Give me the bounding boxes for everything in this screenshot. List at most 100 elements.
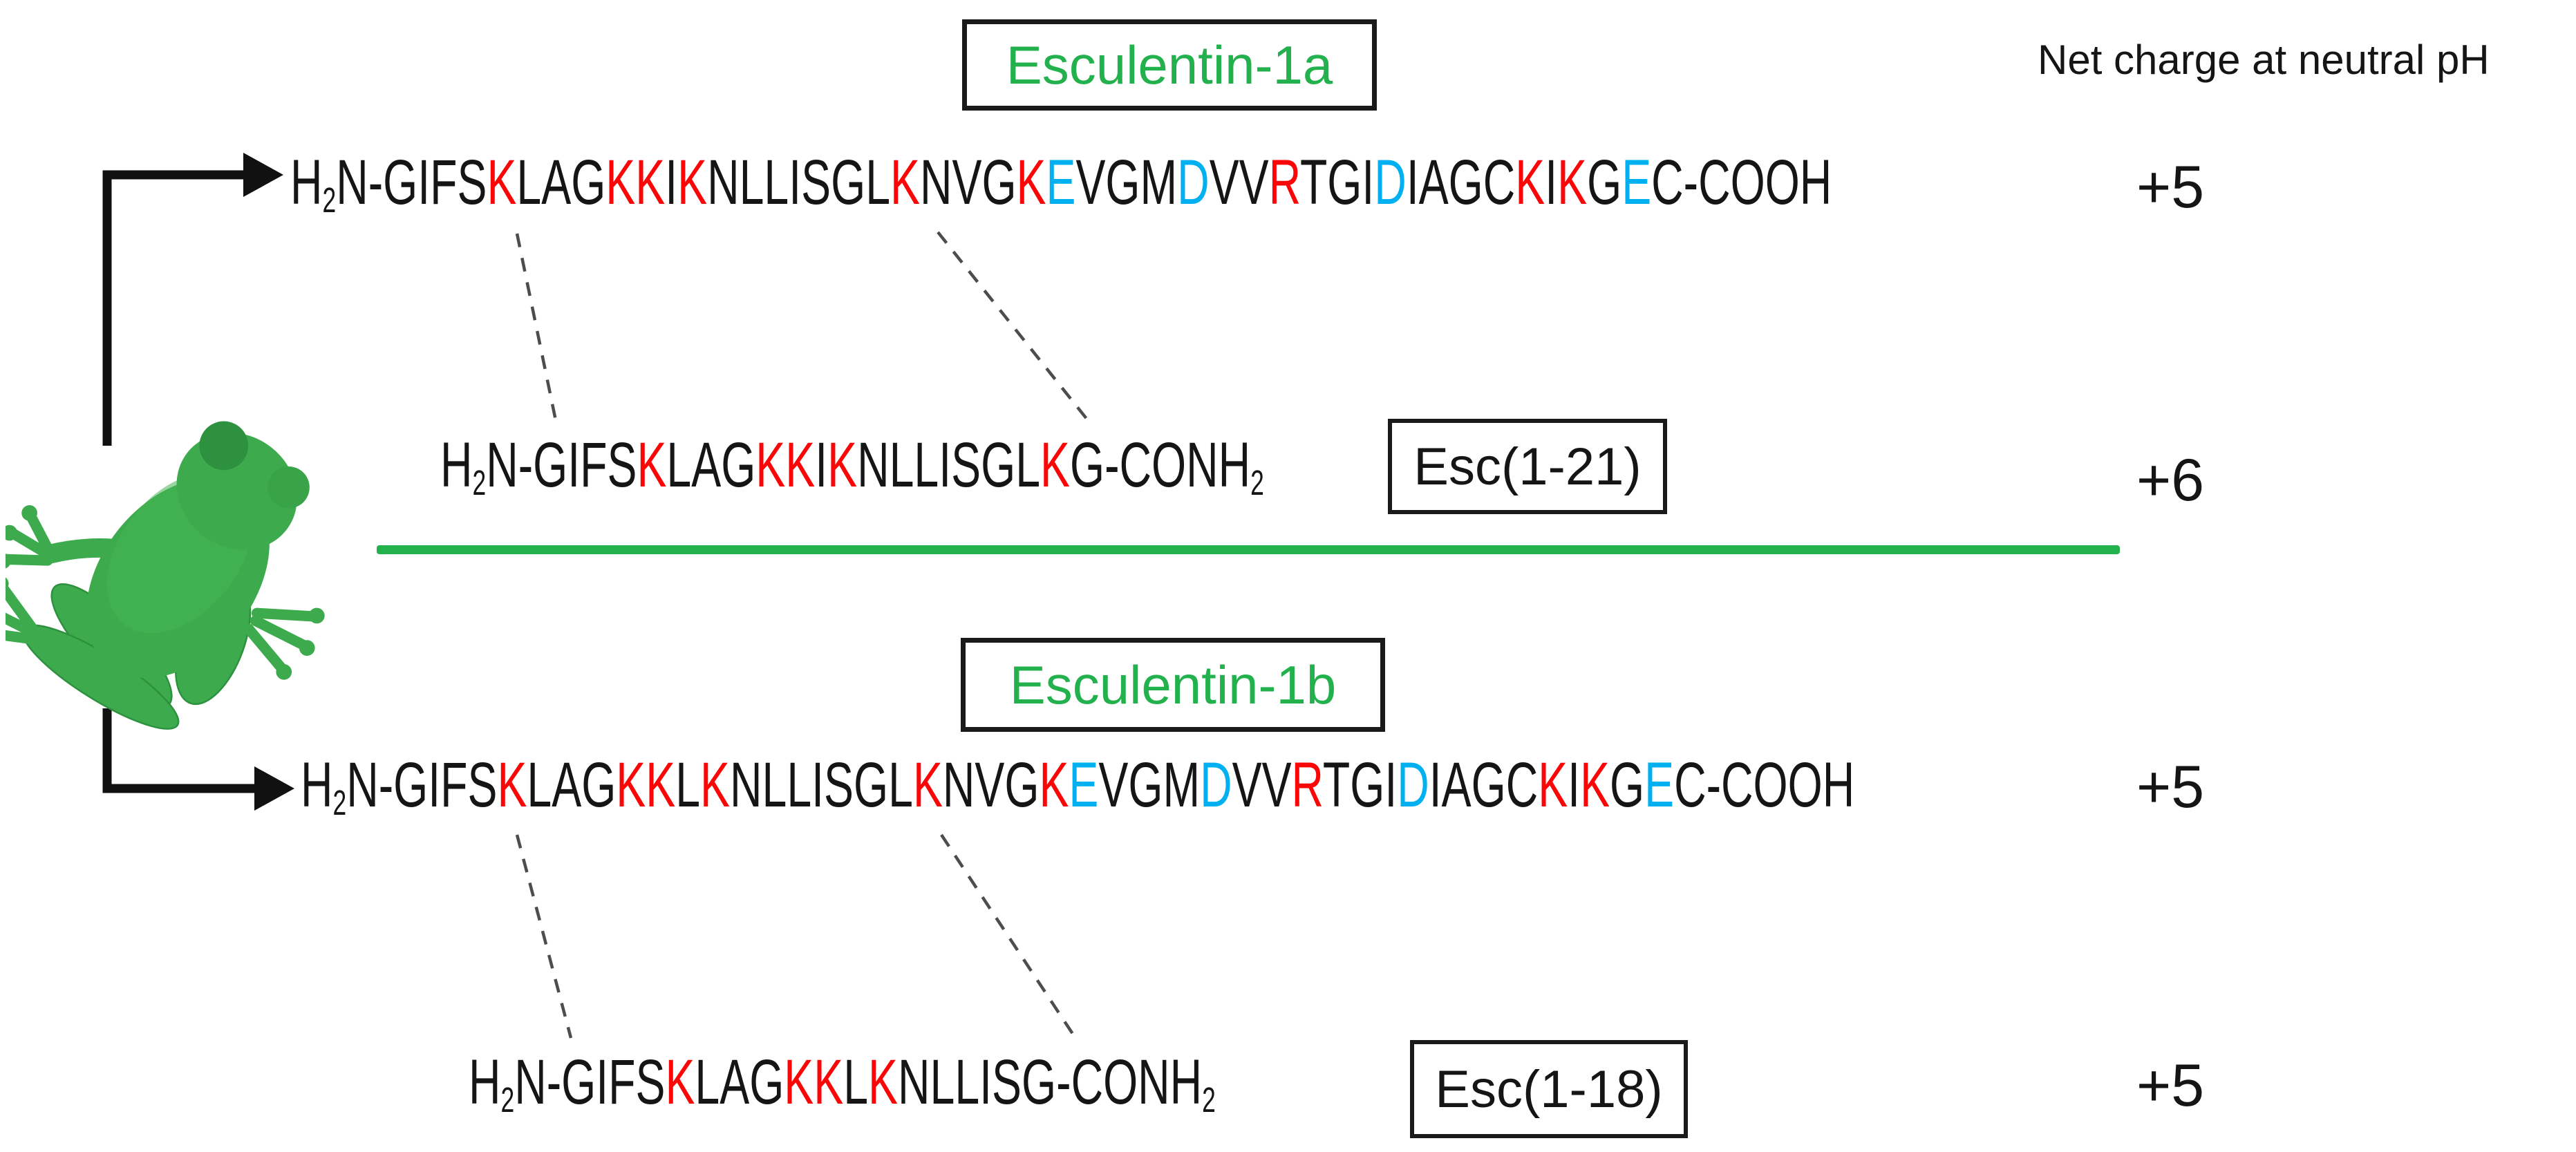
residue: I <box>1362 147 1375 218</box>
residue: G <box>1004 750 1040 820</box>
sequence-esc-1-21: H2N-GIFSKLAGKKIKNLLISGLKG-CONH2 <box>440 430 1264 503</box>
net-charge-header: Net charge at neutral pH <box>2038 37 2490 83</box>
title-box-esculentin-1b: Esculentin-1b <box>961 638 1385 732</box>
residue: G <box>571 147 606 218</box>
residue: G <box>721 430 756 500</box>
residue: N <box>919 147 952 218</box>
residue: I <box>665 147 678 218</box>
residue: I <box>815 430 828 500</box>
residue: K <box>605 147 636 218</box>
residue: G <box>1448 147 1483 218</box>
residue: K <box>1580 750 1610 820</box>
residue: G <box>1587 147 1622 218</box>
residue: G <box>561 1047 596 1117</box>
residue: G <box>854 750 889 820</box>
residue: D <box>1200 750 1232 820</box>
residue: L <box>516 147 542 218</box>
residue: S <box>992 1047 1022 1117</box>
residue: C <box>1674 750 1707 820</box>
residue: K <box>1016 147 1046 218</box>
residue: I <box>1384 750 1398 820</box>
residue: G <box>981 430 1016 500</box>
charge-esculentin-1a-full: +5 <box>2136 154 2205 220</box>
residue: I <box>567 430 581 500</box>
residue: D <box>1397 750 1429 820</box>
residue: I <box>811 750 825 820</box>
residue: V <box>1075 147 1106 218</box>
residue: I <box>428 750 441 820</box>
residue: L <box>787 750 812 820</box>
arrowhead-bottom-icon <box>254 766 294 811</box>
residue: R <box>1291 750 1323 820</box>
residue: G <box>533 430 568 500</box>
residue: L <box>930 1047 955 1117</box>
residue: G <box>1471 750 1506 820</box>
residue: E <box>1069 750 1099 820</box>
residue: G <box>1069 430 1105 500</box>
residue: K <box>1039 750 1069 820</box>
sequence-esculentin-1b-full: H2N-GIFSKLAGKKLKNLLISGLKNVGKEVGMDVVRTGID… <box>301 750 1855 823</box>
residue: C <box>1651 147 1684 218</box>
residue: L <box>889 430 914 500</box>
residue: L <box>527 750 552 820</box>
residue: G <box>749 1047 784 1117</box>
residue: K <box>890 147 920 218</box>
residue: L <box>666 430 692 500</box>
residue: K <box>868 1047 899 1117</box>
residue: N <box>857 430 890 500</box>
residue: L <box>762 750 787 820</box>
residue: K <box>637 430 667 500</box>
residue: L <box>695 1047 720 1117</box>
residue: K <box>677 147 708 218</box>
residue: L <box>865 147 891 218</box>
residue: K <box>912 750 943 820</box>
residue: A <box>691 430 722 500</box>
residue: D <box>1374 147 1407 218</box>
charge-esc-1-21: +6 <box>2136 447 2205 513</box>
residue: F <box>440 750 468 820</box>
residue: S <box>951 430 981 500</box>
residue: F <box>608 1047 636 1117</box>
residue: E <box>1046 147 1076 218</box>
residue: L <box>1015 430 1041 500</box>
residue: L <box>955 1047 980 1117</box>
residue: V <box>1232 750 1262 820</box>
residue: C <box>1505 750 1539 820</box>
residue: A <box>541 147 572 218</box>
residue: C <box>1483 147 1516 218</box>
residue: N <box>898 1047 930 1117</box>
label-box-esc-1-21: Esc(1-21) <box>1388 419 1667 514</box>
dashed-connector-1a-left <box>515 233 559 428</box>
residue: K <box>784 1047 814 1117</box>
residue: D <box>1177 147 1210 218</box>
residue: K <box>700 750 731 820</box>
dashed-connector-1b-left <box>515 834 573 1039</box>
residue: K <box>755 430 786 500</box>
residue: G <box>981 147 1017 218</box>
residue: K <box>1538 750 1568 820</box>
subscript: 2 <box>500 1080 515 1120</box>
residue: L <box>739 147 764 218</box>
title-esculentin-1b: Esculentin-1b <box>1009 654 1337 715</box>
residue: T <box>1322 750 1351 820</box>
residue: K <box>665 1047 695 1117</box>
residue: T <box>1299 147 1328 218</box>
subscript: 2 <box>1250 463 1264 503</box>
residue: K <box>497 750 527 820</box>
residue: K <box>616 750 646 820</box>
subscript: 2 <box>322 180 337 220</box>
residue: E <box>1644 750 1675 820</box>
label-box-esc-1-18: Esc(1-18) <box>1410 1040 1688 1138</box>
residue: S <box>607 430 637 500</box>
residue: V <box>952 147 982 218</box>
residue: A <box>1441 750 1472 820</box>
residue: M <box>1140 147 1178 218</box>
residue: S <box>824 750 854 820</box>
residue: L <box>675 750 701 820</box>
label-esc-1-21: Esc(1-21) <box>1413 437 1642 496</box>
bracket-arrow-top <box>102 170 243 446</box>
arrowhead-top-icon <box>243 153 283 197</box>
residue: M <box>1163 750 1201 820</box>
residue: G <box>1022 1047 1057 1117</box>
